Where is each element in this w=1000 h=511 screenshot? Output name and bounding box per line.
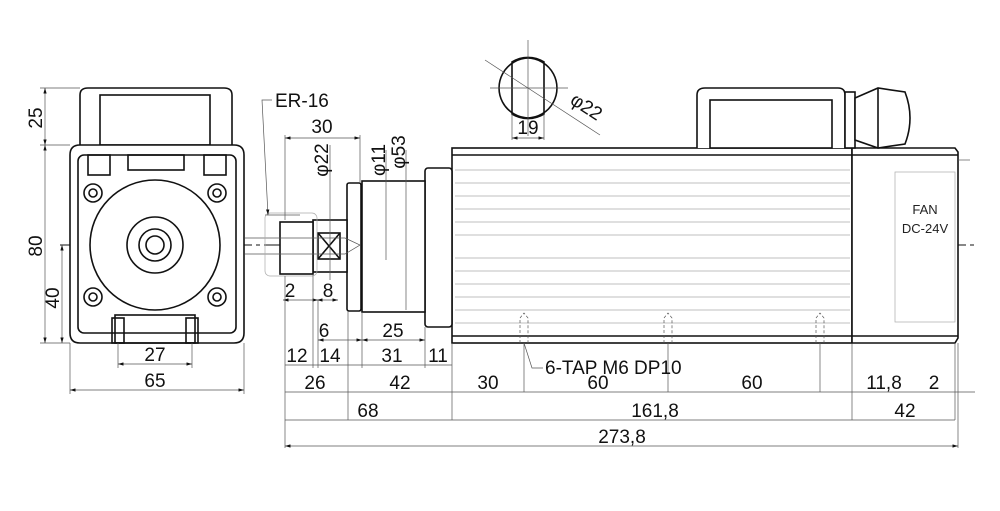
dim-6: 6 (319, 321, 330, 342)
fan-housing (851, 147, 959, 344)
dim-bracket-height: 25 (26, 107, 47, 128)
dim-30: 30 (477, 373, 498, 394)
motor-body (451, 147, 853, 344)
dim-11: 11 (428, 346, 448, 367)
dim-gland-dia: φ22 (566, 89, 606, 125)
dim-161-8: 161,8 (631, 401, 679, 422)
dim-width: 65 (144, 371, 165, 392)
flange-plate (346, 182, 362, 312)
dim-25: 25 (382, 321, 403, 342)
bolt-holes (83, 183, 227, 307)
dim-11-8: 11,8 (866, 373, 902, 394)
dim-flange-dia: φ53 (389, 135, 410, 168)
front-flange (424, 167, 453, 328)
top-bracket (696, 87, 846, 148)
side-view: FAN DC-24V ER-16 30 φ22 φ11 (245, 87, 975, 448)
collet-label: ER-16 (275, 91, 329, 112)
dim-68: 68 (357, 401, 378, 422)
dim-14: 14 (319, 346, 341, 367)
mount-bracket (79, 87, 233, 145)
cable-gland (854, 87, 911, 149)
dim-42b: 42 (894, 401, 915, 422)
dim-total: 273,8 (598, 427, 646, 448)
dim-height: 80 (26, 235, 47, 256)
dim-60b: 60 (741, 373, 762, 394)
dim-collet-length: 30 (311, 117, 332, 138)
dim-42a: 42 (389, 373, 410, 394)
dim-hole-spacing: 27 (144, 345, 165, 366)
fan-voltage: DC-24V (902, 221, 949, 236)
tap-note: 6-TAP M6 DP10 (545, 358, 682, 379)
dim-8: 8 (323, 281, 334, 302)
dim-60a: 60 (587, 373, 608, 394)
dim-2: 2 (285, 281, 296, 302)
end-view: 25 80 40 27 65 (26, 87, 245, 394)
dim-gland-flat: 19 (517, 118, 538, 139)
dim-26: 26 (304, 373, 325, 394)
dim-12: 12 (286, 346, 307, 367)
fan-label: FAN (912, 202, 937, 217)
dim-collet-dia: φ22 (312, 143, 333, 176)
dim-shaft-dia: φ11 (369, 144, 390, 176)
tool-shank (245, 214, 361, 255)
dim-31: 31 (381, 346, 402, 367)
tap-holes (519, 312, 825, 343)
nose-housing (361, 180, 426, 313)
collet-nut (279, 221, 314, 275)
cable-gland-detail: 19 φ22 (484, 40, 606, 140)
dim-center-height: 40 (43, 287, 64, 308)
fan-panel (894, 171, 956, 323)
dim-2b: 2 (929, 373, 940, 394)
flange-circle (89, 179, 221, 311)
